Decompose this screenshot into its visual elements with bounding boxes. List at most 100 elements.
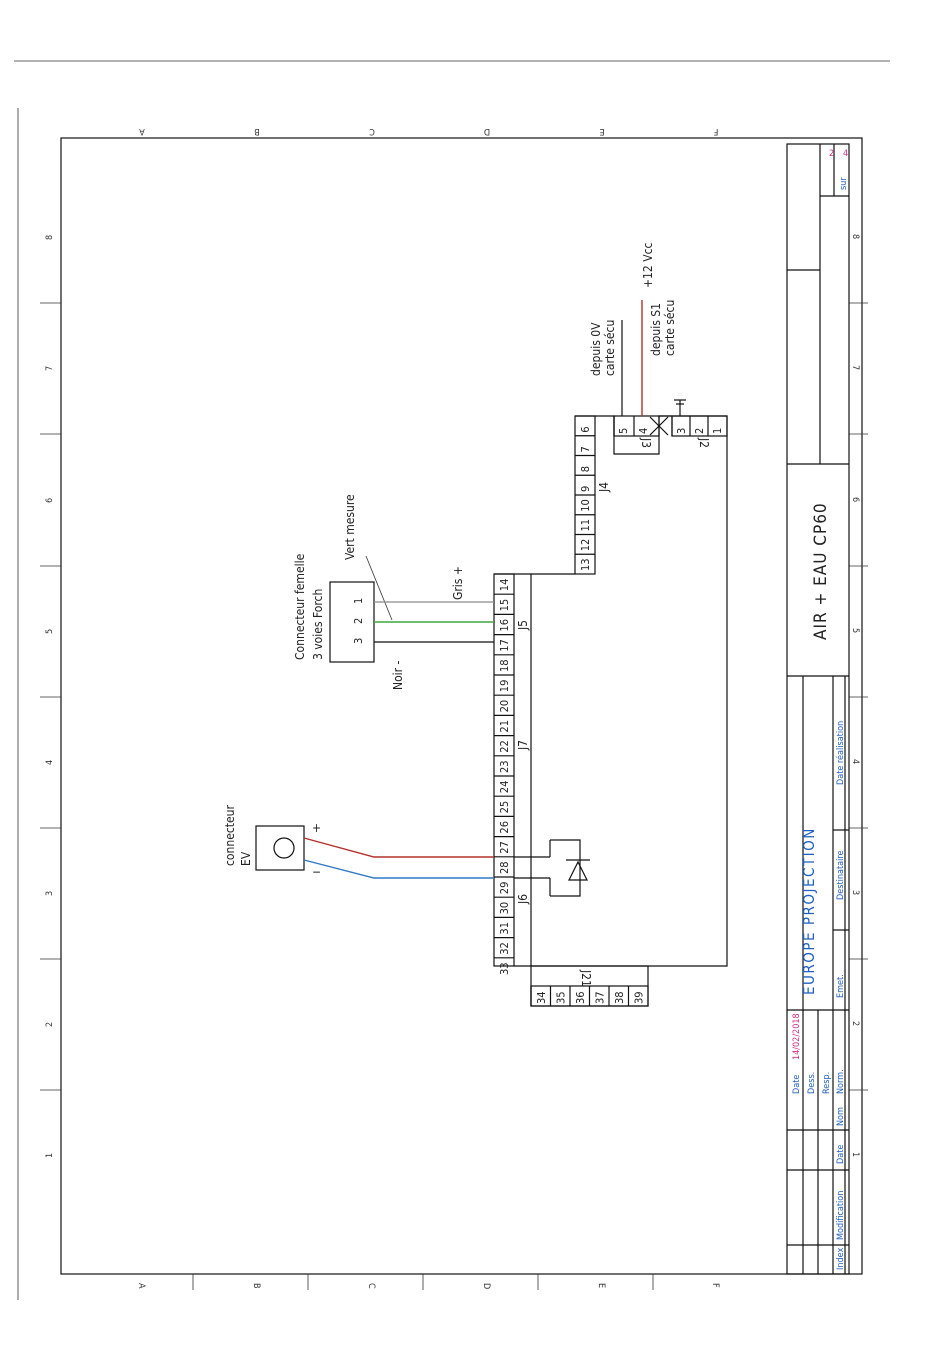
vcc-label: +12 Vcc bbox=[641, 242, 655, 288]
label-j21: J21 bbox=[579, 969, 593, 987]
index-label: Index bbox=[836, 1248, 846, 1270]
label-j2: J2 bbox=[697, 437, 711, 448]
label-j4: J4 bbox=[597, 482, 611, 493]
j5-pin: 17 bbox=[498, 639, 511, 652]
j7-pin: 23 bbox=[498, 760, 511, 773]
grid-number-right: 1 bbox=[850, 1152, 860, 1157]
forch-pin-3: 3 bbox=[352, 638, 365, 644]
j6-pin: 32 bbox=[498, 942, 511, 955]
date-label: Date bbox=[792, 1075, 802, 1094]
drawing-title: AIR + EAU CP60 bbox=[811, 502, 831, 640]
grid-number-left: 5 bbox=[45, 629, 55, 634]
j7-pin: 20 bbox=[498, 700, 511, 713]
j4-pin: 9 bbox=[579, 486, 592, 492]
grid-letters-bottom: A B C D E F bbox=[136, 1274, 720, 1290]
destinataire-label: Destinataire bbox=[836, 851, 846, 900]
modification-label: Modification bbox=[836, 1191, 846, 1240]
forch-pin-2: 2 bbox=[352, 618, 365, 624]
grid-letter-bottom: F bbox=[710, 1283, 720, 1288]
grid-letter-bottom: C bbox=[366, 1283, 376, 1289]
title-block bbox=[786, 143, 850, 1275]
j6-pin: 33 bbox=[498, 962, 511, 975]
page-number: 2 bbox=[829, 149, 834, 159]
grid-letter-top: F bbox=[713, 126, 718, 136]
grid-number-left: 3 bbox=[45, 891, 55, 896]
grid-number-right: 2 bbox=[850, 1021, 860, 1026]
ev-minus: − bbox=[312, 865, 321, 879]
j5-pin: 15 bbox=[498, 599, 511, 612]
grid-number-right: 5 bbox=[850, 628, 860, 633]
j6-pin: 30 bbox=[498, 902, 511, 915]
depuis-0v-line2: carte sécu bbox=[603, 320, 617, 376]
j7-pin: 26 bbox=[498, 821, 511, 834]
j21-pin: 38 bbox=[613, 991, 626, 1004]
label-j7: J7 bbox=[516, 740, 530, 751]
grid-letter-top: B bbox=[254, 126, 260, 136]
j7-pin: 27 bbox=[498, 841, 511, 854]
j7-pin: 21 bbox=[498, 720, 511, 733]
grid-letter-bottom: D bbox=[481, 1283, 491, 1289]
wire-red bbox=[303, 837, 494, 858]
j3-pin: 4 bbox=[637, 428, 650, 434]
date-col-label: Date bbox=[836, 1145, 846, 1164]
drawing-frame bbox=[60, 137, 863, 1275]
date-realisation-label: Date réalisation bbox=[835, 721, 846, 785]
nom-label: Nom bbox=[836, 1107, 846, 1126]
j6-pin: 28 bbox=[498, 861, 511, 874]
grid-number-right: 8 bbox=[850, 234, 860, 239]
j21-pin: 34 bbox=[535, 991, 548, 1004]
noir-label: Noir - bbox=[391, 660, 405, 690]
forch-label-line1: Connecteur femelle bbox=[293, 553, 307, 660]
j7-pin: 24 bbox=[498, 781, 511, 794]
j4-pin: 10 bbox=[579, 499, 592, 512]
ev-connector-circle bbox=[273, 837, 295, 859]
j21-pin: 39 bbox=[633, 991, 646, 1004]
page-total: 4 bbox=[843, 149, 848, 159]
j4-pin: 6 bbox=[579, 426, 592, 432]
j4-pin: 11 bbox=[579, 519, 592, 532]
grid-number-right: 6 bbox=[850, 497, 860, 502]
depuis-s1-line2: carte sécu bbox=[663, 300, 677, 356]
j5-pin: 16 bbox=[498, 619, 511, 632]
dess-label: Dess. bbox=[807, 1072, 817, 1094]
ev-label-line1: connecteur bbox=[223, 804, 237, 866]
grid-letter-bottom: B bbox=[251, 1283, 261, 1289]
grid-number-left: 1 bbox=[45, 1153, 55, 1158]
j4-pin: 7 bbox=[579, 446, 592, 452]
vert-mesure-leader bbox=[365, 555, 393, 621]
page-sep: sur bbox=[839, 177, 849, 190]
connector-pins: 1415161718192021222324252627282930313233… bbox=[494, 415, 724, 1006]
j21-pin: 36 bbox=[574, 991, 587, 1004]
vert-mesure-label: Vert mesure bbox=[343, 494, 357, 560]
grid-letter-bottom: A bbox=[136, 1283, 146, 1289]
j2-pin: 2 bbox=[693, 428, 706, 434]
grid-number-right: 7 bbox=[850, 365, 860, 370]
grid-number-right: 3 bbox=[850, 890, 860, 895]
gris-label: Gris + bbox=[451, 566, 465, 600]
j3-pin: 5 bbox=[617, 428, 630, 434]
depuis-0v-line1: depuis 0V bbox=[589, 322, 603, 376]
company-name: EUROPE PROJECTION bbox=[800, 827, 818, 995]
grid-number-left: 6 bbox=[45, 498, 55, 503]
j7-pin: 25 bbox=[498, 801, 511, 814]
diode-symbol bbox=[514, 839, 590, 897]
j2-pin: 3 bbox=[675, 428, 688, 434]
j4-pin: 13 bbox=[579, 558, 592, 571]
grid-numbers-left: 1 2 3 4 5 6 7 8 bbox=[40, 235, 61, 1158]
j21-pin: 37 bbox=[594, 991, 607, 1004]
grid-letter-bottom: E bbox=[596, 1283, 606, 1288]
wire-blue bbox=[303, 859, 494, 879]
grid-number-left: 4 bbox=[45, 760, 55, 765]
grid-number-left: 8 bbox=[45, 235, 55, 240]
label-j6: J6 bbox=[516, 894, 530, 905]
forch-label-line2: 3 voies Forch bbox=[311, 589, 325, 660]
j2-pin: 1 bbox=[711, 428, 724, 434]
grid-number-left: 7 bbox=[45, 366, 55, 371]
ev-connector bbox=[255, 825, 305, 871]
date-value: 14/02/2018 bbox=[792, 1013, 802, 1060]
resp-label: Resp. bbox=[822, 1072, 832, 1094]
grid-number-left: 2 bbox=[45, 1022, 55, 1027]
